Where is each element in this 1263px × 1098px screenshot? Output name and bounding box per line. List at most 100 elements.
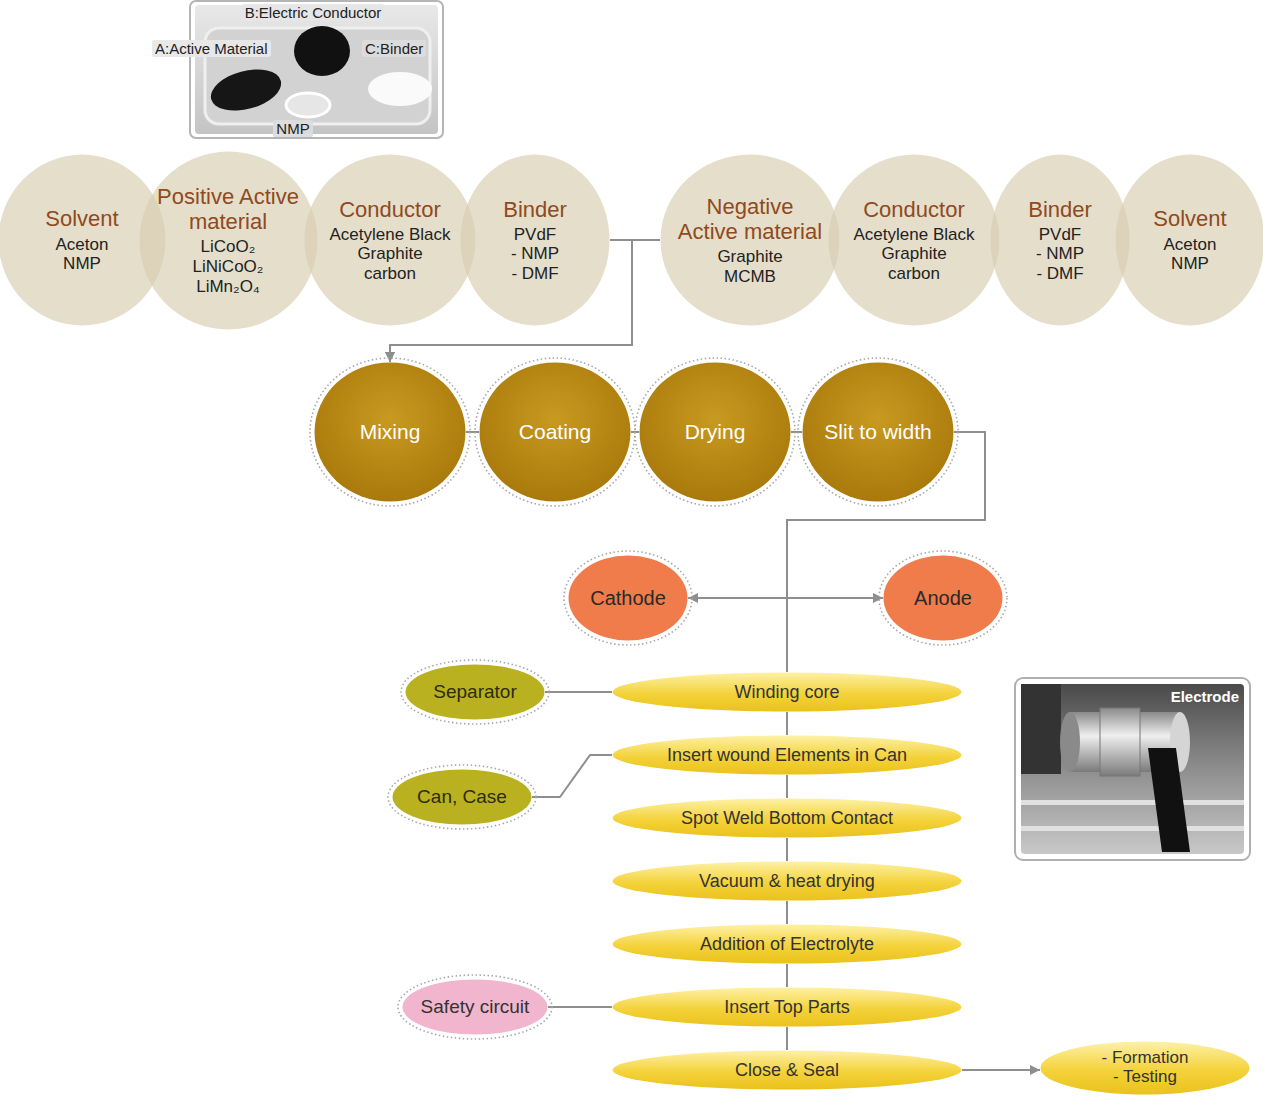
node-text: Mixing — [360, 420, 421, 444]
node-text: Can, Case — [417, 786, 507, 808]
connector — [548, 1007, 612, 1008]
connector-line — [787, 598, 883, 672]
node-fill — [803, 363, 954, 502]
dotted-ring — [310, 358, 470, 506]
dotted-ring — [564, 551, 692, 645]
node-fill — [613, 799, 962, 838]
photo-label: C:Binder — [362, 40, 426, 57]
assembly-step: Vacuum & heat drying — [612, 861, 962, 901]
connector — [787, 838, 788, 861]
node-fill — [613, 736, 962, 775]
materials-photo — [190, 1, 443, 138]
node-fill — [613, 673, 962, 712]
component-oval: Can, Case — [392, 769, 532, 825]
arrow-head — [385, 352, 395, 362]
node-fill — [315, 363, 466, 502]
material-circle: BinderPVdF- NMP- DMF — [460, 154, 610, 326]
node-text: LiCoO₂ — [201, 237, 256, 257]
node-text: Cathode — [590, 587, 666, 610]
node-heading: Negative Active material — [675, 194, 825, 245]
node-fill — [305, 155, 476, 326]
photo-label: NMP — [273, 120, 312, 137]
node-text: Addition of Electrolyte — [700, 934, 874, 955]
machine-block — [1021, 684, 1061, 774]
process-circle: Coating — [479, 362, 631, 502]
connector — [791, 432, 802, 433]
node-fill — [640, 363, 791, 502]
connector — [466, 432, 479, 433]
photo-label: A:Active Material — [152, 40, 271, 57]
node-text: Winding core — [734, 682, 839, 703]
conductor-powder — [294, 26, 350, 76]
node-text: Spot Weld Bottom Contact — [681, 808, 893, 829]
node-text: NMP — [1171, 254, 1209, 274]
node-text: Drying — [685, 420, 746, 444]
node-text: PVdF — [514, 225, 557, 245]
connector — [787, 775, 788, 798]
node-text: LiMn₂O₄ — [196, 277, 260, 297]
node-heading: Solvent — [45, 206, 118, 231]
photo-caption: Electrode — [1168, 688, 1242, 705]
node-fill — [613, 862, 962, 901]
connector-line — [962, 1069, 1040, 1071]
dotted-ring — [401, 660, 549, 724]
node-fill — [569, 556, 688, 641]
node-text: carbon — [364, 264, 416, 284]
node-text: carbon — [888, 264, 940, 284]
dotted-ring — [398, 975, 552, 1039]
safety-oval: Safety circuit — [402, 979, 548, 1035]
node-fill — [403, 980, 548, 1035]
node-heading: Binder — [1028, 197, 1092, 222]
node-text: Aceton — [56, 235, 109, 255]
connector — [787, 901, 788, 924]
node-fill — [139, 151, 317, 329]
node-text: Graphite — [881, 244, 946, 264]
node-fill — [613, 1051, 962, 1090]
dotted-ring — [879, 551, 1007, 645]
drum-collar — [1100, 708, 1140, 776]
node-text: Safety circuit — [421, 996, 530, 1018]
arrow-head — [1030, 1065, 1040, 1075]
node-text: Insert wound Elements in Can — [667, 745, 907, 766]
photo-frame — [1015, 678, 1250, 860]
photo-ground — [1021, 684, 1244, 854]
node-text: Graphite — [357, 244, 422, 264]
node-text: Acetylene Black — [330, 225, 451, 245]
binder-powder — [368, 72, 432, 106]
connector-line — [786, 838, 788, 861]
electrode-circle: Anode — [883, 555, 1003, 641]
node-text: - DMF — [1036, 264, 1083, 284]
node-text: PVdF — [1039, 225, 1082, 245]
node-text: LiNiCoO₂ — [193, 257, 264, 277]
node-heading: Positive Active material — [153, 184, 303, 235]
connector-line — [786, 775, 788, 798]
guide-rod — [1021, 826, 1244, 831]
material-circle: ConductorAcetylene BlackGraphitecarbon — [304, 154, 476, 326]
node-fill — [884, 556, 1003, 641]
arrow-head — [385, 352, 395, 362]
node-text: Acetylene Black — [854, 225, 975, 245]
dotted-ring — [635, 358, 795, 506]
node-fill — [613, 988, 962, 1027]
photo-label: B:Electric Conductor — [242, 4, 385, 21]
connector-line — [786, 712, 788, 735]
node-text: Coating — [519, 420, 591, 444]
material-circle: Negative Active materialGraphiteMCMB — [660, 154, 840, 326]
node-fill — [829, 155, 1000, 326]
node-text: Anode — [914, 587, 972, 610]
node-heading: Conductor — [863, 197, 965, 222]
connector-line — [532, 755, 612, 797]
solvent-dish — [286, 93, 330, 117]
node-heading: Binder — [503, 197, 567, 222]
assembly-step: Close & Seal — [612, 1050, 962, 1090]
process-circle: Mixing — [314, 362, 466, 502]
connector — [688, 598, 787, 672]
connector — [787, 712, 788, 735]
node-text: - NMP — [1036, 244, 1084, 264]
connector-line — [786, 901, 788, 924]
connector — [532, 755, 612, 797]
assembly-step: Winding core — [612, 672, 962, 712]
assembly-step: Insert Top Parts — [612, 987, 962, 1027]
node-text: Separator — [433, 681, 516, 703]
